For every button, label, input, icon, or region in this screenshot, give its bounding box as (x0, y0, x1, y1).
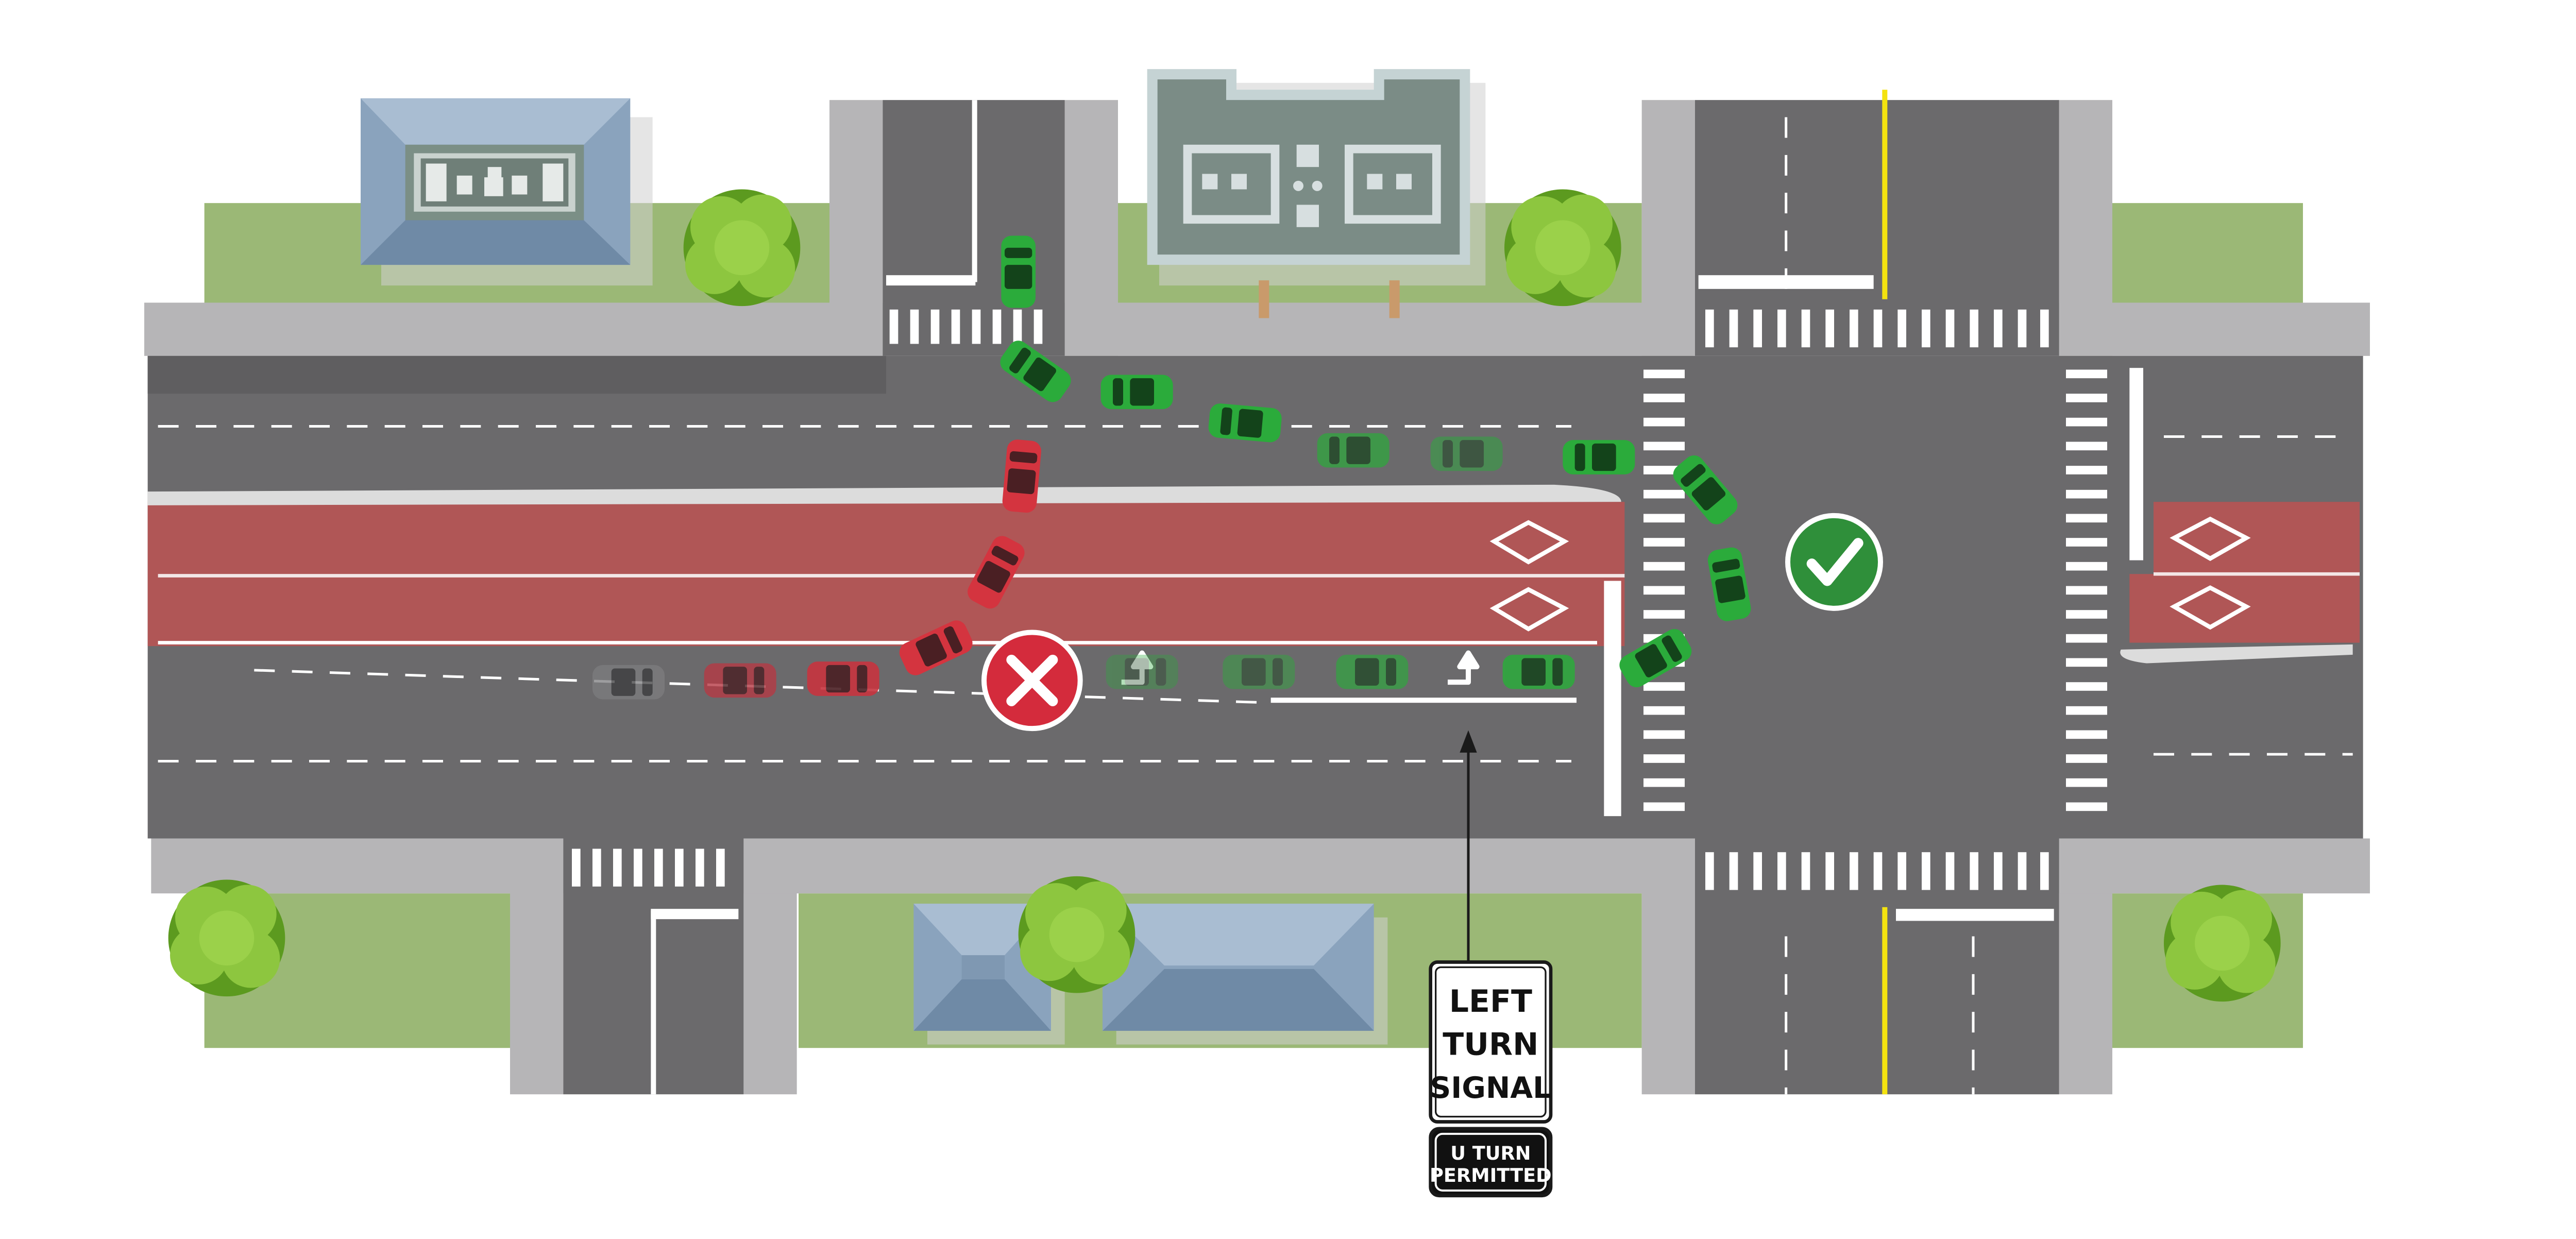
trees (168, 189, 2281, 1002)
wrong-path-cars (592, 439, 1041, 700)
solid-markings (651, 100, 2054, 1095)
center-lines (1882, 90, 1888, 1095)
lane-markings (158, 117, 2353, 1095)
u-turn-permitted-plaque: U TURN PERMITTED (1429, 1127, 1553, 1198)
bus-lane-west (147, 484, 1625, 647)
building-north (1147, 69, 1486, 318)
bus-lane-diamonds (1489, 516, 2251, 632)
bus-lane-east (2120, 368, 2360, 664)
sign-line-3: SIGNAL (1430, 1071, 1551, 1105)
building-northwest (361, 98, 653, 286)
crosswalks (572, 309, 2107, 890)
left-turn-signal-sign: LEFT TURN SIGNAL (1429, 960, 1553, 1124)
correct-path-cars (1000, 235, 1751, 689)
road-shade (147, 355, 887, 394)
x-mark-icon (981, 630, 1083, 732)
plaque-line-1: U TURN (1450, 1142, 1531, 1164)
plaque-line-2: PERMITTED (1430, 1164, 1552, 1186)
sidewalks (144, 100, 2370, 1095)
left-turn-arrow-icon (1121, 650, 1480, 685)
sign-line-1: LEFT (1449, 983, 1532, 1020)
buildings-south (913, 904, 1388, 1045)
sign-pointer-arrow (1460, 730, 1477, 962)
sign-line-2: TURN (1443, 1027, 1538, 1063)
check-mark-icon (1785, 513, 1883, 611)
